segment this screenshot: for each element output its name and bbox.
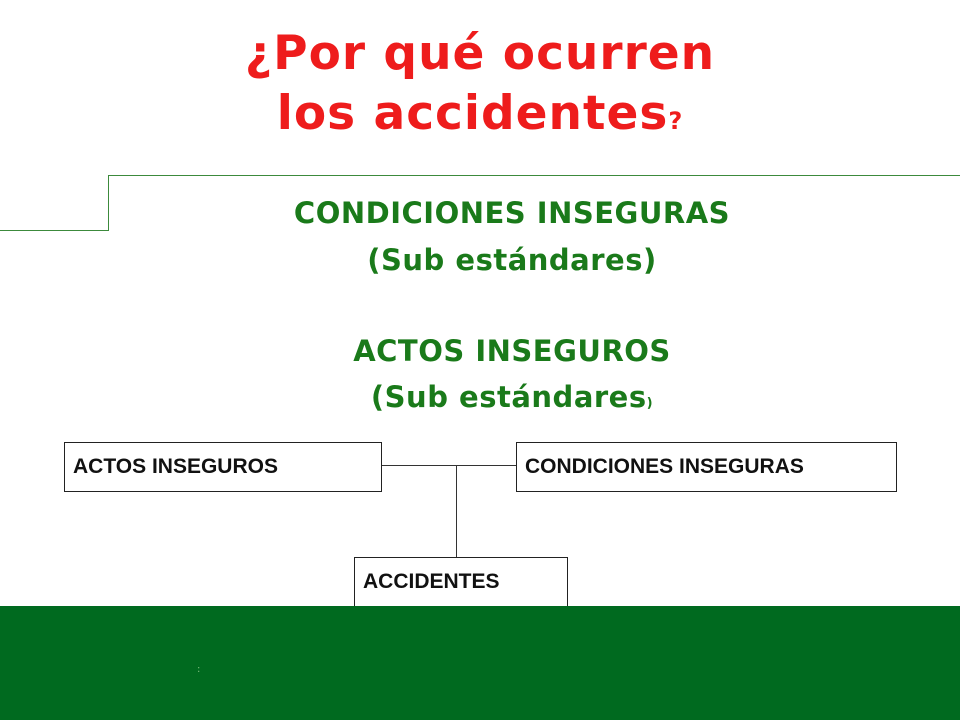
subheading-2: (Sub estándares) [12, 380, 960, 421]
box-actos-inseguros: ACTOS INSEGUROS [64, 442, 382, 492]
title-text-2: los accidentes [276, 86, 669, 141]
title-line-1: ¿Por qué ocurren [0, 28, 960, 80]
connector-vertical [456, 465, 457, 558]
connector-horizontal [382, 465, 516, 466]
footer-band [0, 606, 960, 720]
frame-line-left [0, 230, 109, 231]
frame-line-step [108, 175, 109, 231]
subheading-2-paren: ) [646, 396, 654, 411]
footer-mark: : [197, 664, 201, 675]
heading-actos: ACTOS INSEGUROS [12, 334, 960, 368]
subheading-2-text: (Sub estándares [370, 380, 647, 414]
frame-line-top [108, 175, 960, 176]
heading-condiciones-text: CONDICIONES INSEGURAS [293, 196, 731, 230]
title-question-mark: ? [668, 107, 684, 135]
box-actos-inseguros-label: ACTOS INSEGUROS [73, 455, 278, 478]
box-condiciones-inseguras: CONDICIONES INSEGURAS [516, 442, 897, 492]
title-text-1: ¿Por qué ocurren [244, 26, 716, 81]
subheading-1-text: (Sub estándares) [367, 243, 657, 277]
heading-actos-text: ACTOS INSEGUROS [353, 334, 671, 368]
title-line-2: los accidentes? [0, 88, 960, 147]
box-accidentes: ACCIDENTES [354, 557, 568, 607]
box-accidentes-label: ACCIDENTES [363, 570, 500, 593]
heading-condiciones: CONDICIONES INSEGURAS [12, 196, 960, 230]
box-condiciones-inseguras-label: CONDICIONES INSEGURAS [525, 455, 804, 478]
subheading-1: (Sub estándares) [12, 243, 960, 277]
